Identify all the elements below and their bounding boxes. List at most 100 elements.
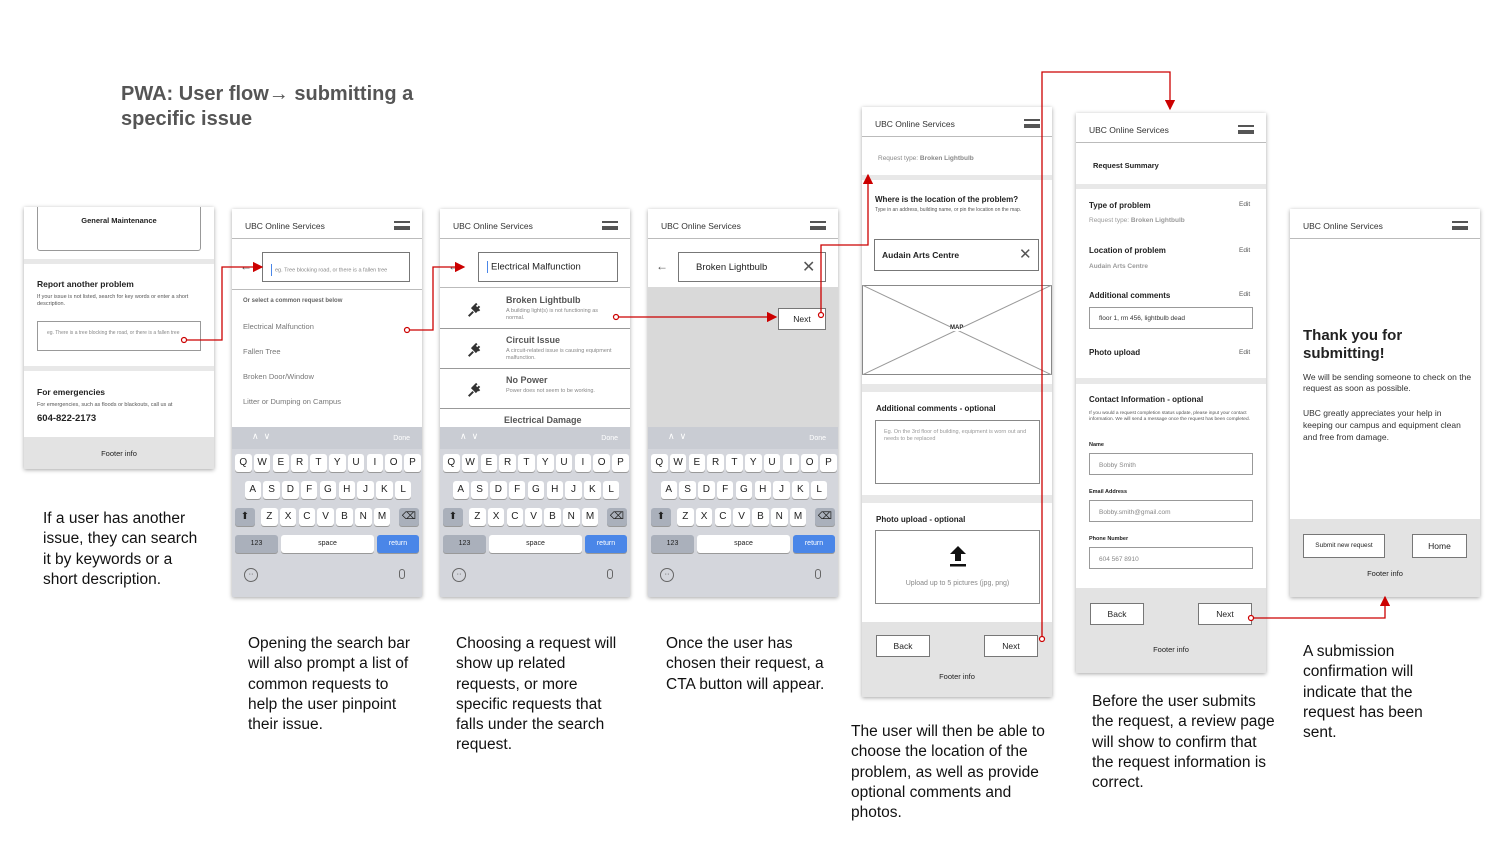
microphone-icon[interactable] [607, 569, 613, 579]
key[interactable]: J [357, 481, 374, 499]
space-key[interactable]: space [697, 535, 790, 553]
back-arrow-icon[interactable]: ← [240, 259, 252, 273]
key[interactable]: K [376, 481, 393, 499]
home-button[interactable]: Home [1412, 534, 1467, 558]
search-input[interactable]: Electrical Malfunction [478, 252, 618, 282]
list-item[interactable]: Electrical Malfunction [243, 322, 314, 331]
hamburger-menu-icon[interactable] [1452, 221, 1468, 230]
numbers-key[interactable]: 123 [443, 535, 486, 553]
key[interactable]: M [373, 508, 391, 526]
edit-link[interactable]: Edit [1239, 247, 1251, 254]
report-input[interactable]: eg. There is a tree blocking the road, o… [37, 321, 201, 351]
key[interactable]: Y [537, 454, 554, 472]
numbers-key[interactable]: 123 [651, 535, 694, 553]
key[interactable]: Q [235, 454, 252, 472]
key[interactable]: S [679, 481, 696, 499]
key[interactable]: N [563, 508, 580, 526]
numbers-key[interactable]: 123 [235, 535, 278, 553]
phone-field[interactable]: 604 567 8910 [1089, 547, 1253, 569]
key[interactable]: E [688, 454, 706, 472]
key[interactable]: I [574, 454, 592, 472]
comments-textarea[interactable]: Eg. On the 3rd floor of building, equipm… [875, 420, 1040, 484]
key[interactable]: K [792, 481, 809, 499]
list-item[interactable]: Fallen Tree [243, 347, 281, 356]
hamburger-menu-icon[interactable] [1238, 125, 1254, 134]
key[interactable]: E [480, 454, 498, 472]
key[interactable]: V [525, 508, 542, 526]
key[interactable]: B [336, 508, 353, 526]
done-button[interactable]: Done [601, 435, 618, 442]
chevron-icons[interactable]: ∧ ∨ [460, 431, 479, 441]
emoji-icon[interactable]: ‧‧ [244, 568, 258, 582]
general-maintenance-card[interactable]: General Maintenance [37, 207, 201, 251]
key[interactable]: Z [677, 508, 694, 526]
search-input[interactable]: Broken Lightbulb [678, 252, 826, 282]
key[interactable]: F [716, 481, 734, 499]
key[interactable]: P [820, 454, 837, 472]
hamburger-menu-icon[interactable] [602, 221, 618, 230]
key[interactable]: F [300, 481, 318, 499]
key[interactable]: W [669, 454, 687, 472]
key[interactable]: T [726, 454, 743, 472]
key[interactable]: B [752, 508, 769, 526]
done-button[interactable]: Done [809, 435, 826, 442]
key[interactable]: O [385, 454, 402, 472]
key[interactable]: T [310, 454, 327, 472]
result-row[interactable]: No Power Power does not seem to be worki… [440, 369, 630, 409]
key[interactable]: X [487, 508, 505, 526]
key[interactable]: G [527, 481, 545, 499]
key[interactable]: D [282, 481, 299, 499]
add-value-field[interactable]: floor 1, rm 456, lightbulb dead [1089, 307, 1253, 329]
key[interactable]: E [272, 454, 290, 472]
key[interactable]: V [733, 508, 750, 526]
edit-link[interactable]: Edit [1239, 349, 1251, 356]
key[interactable]: K [584, 481, 601, 499]
space-key[interactable]: space [281, 535, 374, 553]
hamburger-menu-icon[interactable] [394, 221, 410, 230]
key[interactable]: Z [469, 508, 486, 526]
key[interactable]: L [602, 481, 620, 499]
key[interactable]: O [593, 454, 610, 472]
key[interactable]: O [801, 454, 818, 472]
key[interactable]: X [279, 508, 297, 526]
back-arrow-icon[interactable]: ← [448, 259, 460, 273]
backspace-key[interactable]: ⌫ [607, 508, 627, 526]
clear-icon[interactable]: ✕ [802, 259, 816, 276]
key[interactable]: U [763, 454, 781, 472]
emergency-phone[interactable]: 604-822-2173 [37, 413, 97, 424]
key[interactable]: R [291, 454, 308, 472]
key[interactable]: H [546, 481, 563, 499]
key[interactable]: D [490, 481, 507, 499]
key[interactable]: N [355, 508, 372, 526]
key[interactable]: G [319, 481, 337, 499]
submit-new-button[interactable]: Submit new request [1303, 534, 1385, 558]
key[interactable]: F [508, 481, 526, 499]
key[interactable]: D [698, 481, 715, 499]
key[interactable]: Q [443, 454, 460, 472]
key[interactable]: P [612, 454, 629, 472]
key[interactable]: P [404, 454, 421, 472]
key[interactable]: N [771, 508, 788, 526]
search-input[interactable]: eg. Tree blocking road, or there is a fa… [262, 252, 410, 282]
edit-link[interactable]: Edit [1239, 201, 1251, 208]
key[interactable]: J [565, 481, 582, 499]
key[interactable]: X [695, 508, 713, 526]
hamburger-menu-icon[interactable] [810, 221, 826, 230]
backspace-key[interactable]: ⌫ [815, 508, 835, 526]
next-button[interactable]: Next [984, 635, 1038, 657]
shift-key[interactable]: ⬆ [443, 508, 463, 526]
back-button[interactable]: Back [876, 635, 930, 657]
space-key[interactable]: space [489, 535, 582, 553]
key[interactable]: U [347, 454, 365, 472]
clear-icon[interactable]: ✕ [1019, 246, 1032, 263]
microphone-icon[interactable] [815, 569, 821, 579]
key[interactable]: J [773, 481, 790, 499]
key[interactable]: C [298, 508, 316, 526]
emoji-icon[interactable]: ‧‧ [660, 568, 674, 582]
shift-key[interactable]: ⬆ [651, 508, 671, 526]
list-item[interactable]: Litter or Dumping on Campus [243, 397, 341, 406]
done-button[interactable]: Done [393, 435, 410, 442]
chevron-icons[interactable]: ∧ ∨ [668, 431, 687, 441]
microphone-icon[interactable] [399, 569, 405, 579]
next-button[interactable]: Next [778, 308, 826, 330]
